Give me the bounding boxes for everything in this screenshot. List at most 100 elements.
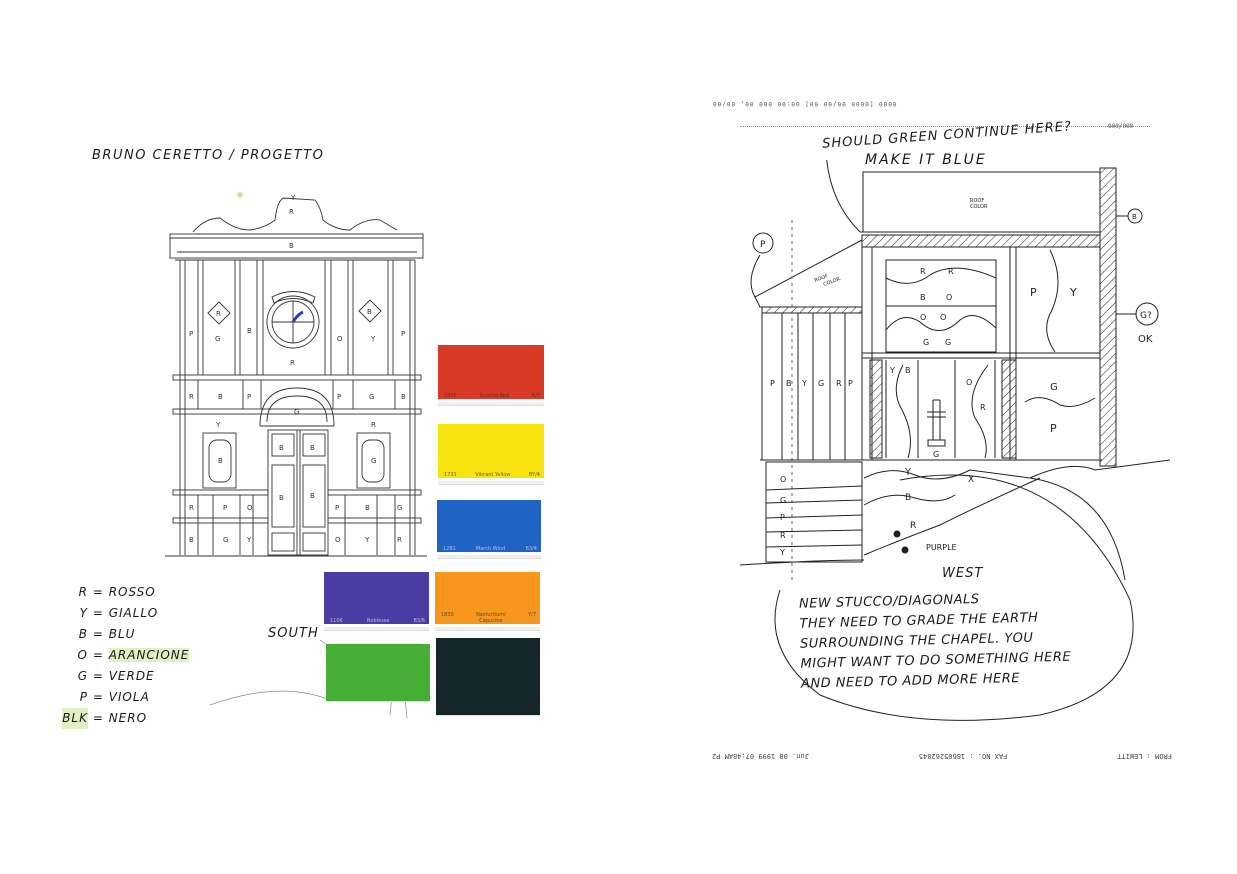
svg-text:P: P [760,240,766,250]
chip-name: Noblesse [366,618,390,624]
chip-suffix: R/7 [531,393,540,399]
svg-text:O: O [940,313,946,322]
legend-row-blk: BLK = NERO [62,708,202,729]
svg-text:R: R [216,310,221,318]
chip-suffix: B3/6 [413,618,425,624]
svg-text:P: P [848,379,853,388]
svg-text:R: R [910,521,916,531]
south-label: SOUTH [268,626,319,641]
svg-text:G: G [294,408,299,416]
svg-text:P: P [247,393,251,401]
chip-suffix: BY/4 [528,472,540,478]
svg-text:G: G [780,496,786,505]
svg-text:G: G [933,450,939,459]
chip-code: 1281 [443,546,456,552]
chip-swatch [435,572,540,624]
svg-text:O: O [966,378,972,387]
svg-text:P: P [335,504,339,512]
svg-text:G?: G? [1140,311,1152,321]
color-chip-red: 1906 Sunrise Red R/7 [438,345,544,405]
svg-text:Y: Y [779,548,785,557]
color-chip-purple: 1106 Noblesse B3/6 [324,572,429,630]
svg-text:B: B [905,366,911,375]
svg-text:O: O [920,313,926,322]
svg-text:B: B [289,242,294,250]
chip-suffix: Y/7 [528,612,536,618]
svg-text:G: G [818,379,824,388]
color-chip-green [326,644,430,701]
svg-text:B: B [367,308,372,316]
chip-swatch [324,572,429,624]
svg-text:G: G [945,338,951,347]
svg-text:Y: Y [801,379,807,388]
svg-text:B: B [218,393,223,401]
svg-text:P: P [189,330,193,338]
svg-text:B: B [786,379,792,388]
svg-text:Y: Y [904,467,912,478]
svg-text:B: B [401,393,406,401]
fax-footer-upside-down: FROM : LEWITT FAX NO. : 18605262845 Jun.… [712,752,1172,760]
fax-date: Jun. 08 1999 07:48AM P2 [712,752,809,760]
note-make-it-blue: MAKE IT BLUE [865,152,987,168]
chip-name: March Wind [475,546,506,552]
legend-row-o: O = ARANCIONE [77,648,190,662]
chip-code: 1731 [444,472,457,478]
svg-text:P: P [337,393,341,401]
svg-text:O: O [335,536,341,544]
svg-text:Y: Y [215,421,221,429]
fax-header-upside-down: 0000 [0000 00/00 00] 00:00 000 00, 00/00 [712,100,897,107]
fax-number: FAX NO. : 18605262845 [918,752,1008,760]
note-should-green-continue: SHOULD GREEN CONTINUE HERE? [821,119,1073,152]
svg-text:G: G [923,338,929,347]
chip-swatch [436,638,540,715]
svg-text:R: R [920,267,926,276]
svg-text:R: R [780,531,786,540]
chip-suffix: B3/4 [525,546,537,552]
svg-text:R: R [189,393,194,401]
chip-code: 1106 [330,618,343,624]
svg-text:B: B [247,327,252,335]
svg-text:R: R [397,536,402,544]
svg-text:B: B [1132,213,1137,221]
legend-row-b: B = BLU [78,627,136,641]
svg-text:G: G [369,393,374,401]
svg-text:G: G [1050,382,1058,393]
fax-from: FROM : LEWITT [1117,752,1172,760]
svg-text:R: R [289,208,294,216]
chip-swatch [438,345,544,399]
svg-text:P: P [1030,286,1037,299]
svg-text:O: O [780,475,786,484]
svg-text:COLOR: COLOR [970,204,988,210]
handwritten-notes: NEW STUCCO/DIAGONALS THEY NEED TO GRADE … [799,585,1161,694]
fax-header-page-code: 000/000 [1108,123,1134,130]
svg-text:Y: Y [246,536,252,544]
svg-text:P: P [1050,422,1057,435]
svg-text:P: P [223,504,227,512]
svg-text:R: R [189,504,194,512]
chip-name: Vibrant Yellow [475,472,511,478]
fax-header-rule [740,126,1150,127]
chip-swatch [438,424,544,478]
svg-text:Y: Y [364,536,370,544]
svg-text:R: R [948,267,954,276]
legend-row-y: Y = GIALLO [79,606,159,620]
svg-text:B: B [365,504,370,512]
svg-text:B: B [218,457,223,465]
svg-text:G: G [371,457,376,465]
drawing-title: BRUNO CERETTO / PROGETTO [92,148,325,163]
svg-text:PURPLE: PURPLE [926,543,957,552]
chip-code: 1906 [444,393,457,399]
svg-text:G: G [223,536,228,544]
svg-text:O: O [946,293,952,302]
svg-text:P: P [401,330,405,338]
svg-text:ROOF: ROOF [970,198,984,204]
svg-text:O: O [337,335,343,343]
svg-text:Y: Y [889,366,895,375]
svg-text:G: G [215,335,220,343]
svg-text:B: B [279,494,284,502]
chip-name: Sunrise Red [479,393,510,399]
svg-text:Y: Y [370,335,376,343]
svg-text:R: R [980,403,986,412]
